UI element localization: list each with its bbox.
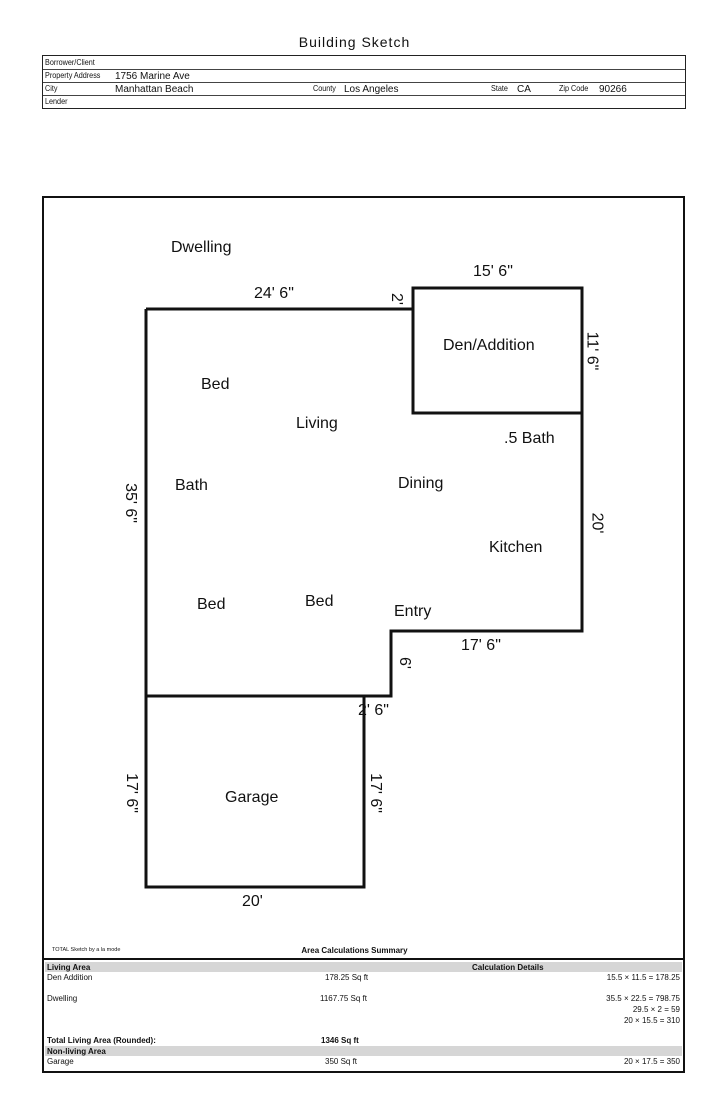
dim-garage-bottom: 20' bbox=[242, 893, 263, 910]
city-row: City Manhattan Beach County Los Angeles … bbox=[43, 82, 685, 96]
city-value: Manhattan Beach bbox=[115, 84, 194, 95]
dim-right: 20' bbox=[588, 512, 606, 534]
garage-outline bbox=[144, 694, 366, 889]
row-dwelling-area: 1167.75 Sq ft bbox=[320, 994, 367, 1003]
borrower-label: Borrower/Client bbox=[45, 57, 95, 67]
room-kitchen: Kitchen bbox=[489, 539, 543, 556]
borrower-row: Borrower/Client bbox=[43, 56, 685, 70]
page-title: Building Sketch bbox=[298, 34, 411, 50]
row-den-name: Den Addition bbox=[47, 973, 93, 982]
row-garage-name: Garage bbox=[47, 1057, 74, 1066]
address-value: 1756 Marine Ave bbox=[115, 71, 190, 82]
lender-row: Lender bbox=[43, 95, 685, 108]
row-den-calc: 15.5 × 11.5 = 178.25 bbox=[606, 973, 680, 982]
zip-label: Zip Code bbox=[559, 83, 589, 93]
zip-value: 90266 bbox=[599, 84, 627, 95]
row-garage-calc: 20 × 17.5 = 350 bbox=[623, 1057, 680, 1066]
room-living: Living bbox=[296, 415, 338, 432]
row-dwelling-calc-1: 35.5 × 22.5 = 798.75 bbox=[606, 994, 680, 1003]
address-row: Property Address 1756 Marine Ave bbox=[43, 69, 685, 83]
row-dwelling-name: Dwelling bbox=[47, 994, 78, 1003]
room-half-bath: .5 Bath bbox=[504, 430, 555, 447]
property-info-header: Borrower/Client Property Address 1756 Ma… bbox=[42, 55, 686, 109]
room-bath: Bath bbox=[175, 477, 208, 494]
room-bed-3: Bed bbox=[305, 593, 334, 610]
state-value: CA bbox=[517, 84, 531, 95]
lender-label: Lender bbox=[45, 96, 68, 106]
dim-entry-side: 6' bbox=[395, 657, 413, 669]
den-addition-outline bbox=[411, 286, 584, 415]
dim-garage-right: 17' 6" bbox=[366, 773, 384, 813]
sketch-credit: TOTAL Sketch by a la mode bbox=[52, 947, 121, 953]
dim-top-step: 2' bbox=[387, 293, 405, 305]
row-dwelling-calc-3: 20 × 15.5 = 310 bbox=[623, 1016, 680, 1025]
calc-details-header: Calculation Details bbox=[472, 963, 544, 972]
dim-garage-left: 17' 6" bbox=[122, 773, 140, 813]
dim-garage-top-step: 2' 6" bbox=[358, 702, 389, 719]
row-den-area: 178.25 Sq ft bbox=[325, 973, 369, 982]
county-value: Los Angeles bbox=[344, 84, 399, 95]
dim-den-right: 11' 6" bbox=[583, 331, 601, 371]
dim-den-top: 15' 6" bbox=[473, 263, 513, 280]
living-area-band bbox=[45, 962, 682, 972]
summary-title: Area Calculations Summary bbox=[301, 946, 408, 955]
dwelling-outline bbox=[144, 307, 584, 698]
non-living-header: Non-living Area bbox=[47, 1047, 106, 1056]
sketch-frame bbox=[42, 196, 685, 1073]
living-area-header: Living Area bbox=[47, 963, 91, 972]
dim-entry-bottom: 17' 6" bbox=[461, 637, 501, 654]
room-den-addition: Den/Addition bbox=[443, 337, 535, 354]
room-entry: Entry bbox=[394, 603, 432, 620]
summary-divider bbox=[43, 958, 684, 960]
county-label: County bbox=[313, 83, 336, 93]
total-living-label: Total Living Area (Rounded): bbox=[47, 1036, 156, 1045]
dim-top-main: 24' 6" bbox=[254, 285, 294, 302]
room-garage: Garage bbox=[225, 789, 279, 806]
address-label: Property Address bbox=[45, 70, 101, 80]
non-living-band bbox=[45, 1046, 682, 1056]
row-garage-area: 350 Sq ft bbox=[325, 1057, 358, 1066]
dim-left: 35' 6" bbox=[121, 483, 139, 523]
room-bed-1: Bed bbox=[201, 376, 230, 393]
row-dwelling-calc-2: 29.5 × 2 = 59 bbox=[632, 1005, 680, 1014]
state-label: State bbox=[491, 83, 508, 93]
city-label: City bbox=[45, 83, 58, 93]
room-bed-2: Bed bbox=[197, 596, 226, 613]
area-title: Dwelling bbox=[171, 239, 232, 256]
room-dining: Dining bbox=[398, 475, 444, 492]
total-living-value: 1346 Sq ft bbox=[321, 1036, 359, 1045]
